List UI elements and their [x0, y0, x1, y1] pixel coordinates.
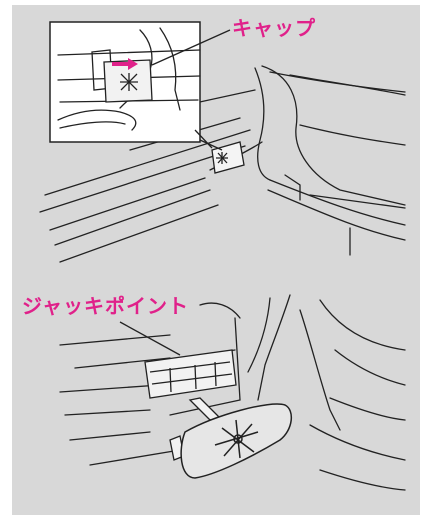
magenta-arrow-icon	[112, 58, 138, 70]
jack-symbol-icon	[214, 419, 259, 459]
inset-detail	[49, 21, 223, 151]
jack-point	[144, 349, 237, 399]
cap-label: キャップ	[232, 16, 316, 40]
floor-cap	[211, 141, 245, 174]
jack-cap	[180, 403, 292, 479]
cap-strap	[188, 397, 222, 421]
top-scene	[39, 65, 406, 263]
jack-point-label: ジャッキポイント	[22, 294, 189, 318]
cap-leader-line	[151, 29, 231, 66]
jack-point-leader-line	[119, 321, 181, 356]
